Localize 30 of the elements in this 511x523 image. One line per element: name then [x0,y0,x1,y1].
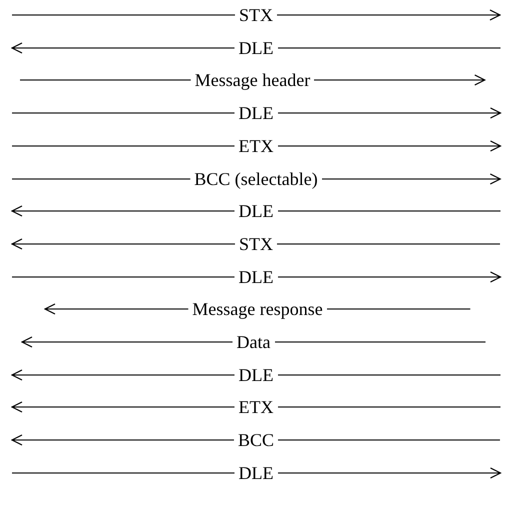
arrow [321,172,501,184]
arrow [277,108,501,119]
arrow [11,369,235,380]
message-label: DLE [234,201,278,222]
message-label: DLE [234,38,278,58]
message-label: ETX [234,136,278,156]
message-label: DLE [234,266,278,287]
arrow [11,238,236,250]
message-label: DLE [234,462,278,483]
message-label: Message response [188,299,327,320]
message-label: DLE [234,364,278,385]
message-label: Data [232,332,274,352]
arrow [276,9,501,21]
message-label: BCC [234,430,278,450]
arrow [277,140,501,152]
arrow [11,434,234,446]
arrow [44,304,189,315]
arrow [21,336,234,348]
message-label: ETX [234,397,278,418]
message-label: BCC (selectable) [190,168,322,188]
arrow [314,74,486,86]
arrow [277,467,501,478]
message-label: DLE [234,103,278,124]
message-label: STX [235,234,278,254]
message-label: STX [235,5,278,25]
message-label: Message header [190,70,314,90]
arrow [11,206,235,217]
arrow [11,402,235,413]
arrow [11,42,235,54]
arrow [277,271,501,282]
